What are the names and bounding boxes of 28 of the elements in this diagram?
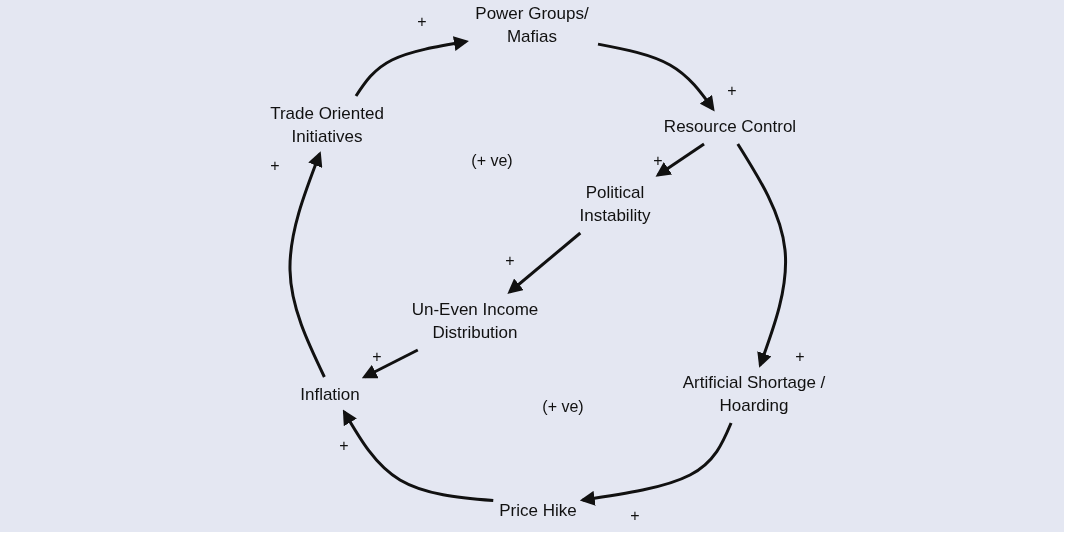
polarity-sign: + <box>727 83 737 99</box>
polarity-sign: + <box>270 158 280 174</box>
node-label: Trade Oriented Initiatives <box>252 102 402 148</box>
polarity-sign: + <box>339 438 349 454</box>
node-label: Price Hike <box>499 499 577 522</box>
node-label: Un-Even Income Distribution <box>400 298 550 344</box>
node-label: Resource Control <box>663 115 797 138</box>
loop-polarity-label: (+ ve) <box>471 153 513 169</box>
node-label: Power Groups/ Mafias <box>472 2 592 48</box>
node-label: Inflation <box>300 383 360 406</box>
arrow <box>655 142 705 177</box>
polarity-sign: + <box>653 153 663 169</box>
arrow <box>342 409 494 503</box>
arrow <box>507 231 582 294</box>
arrow <box>361 348 419 379</box>
polarity-sign: + <box>417 14 427 30</box>
loop-polarity-label: (+ ve) <box>542 399 584 415</box>
arrow <box>354 36 469 97</box>
arrow <box>736 143 788 368</box>
arrow <box>597 42 715 112</box>
polarity-sign: + <box>795 349 805 365</box>
arrow <box>579 422 733 506</box>
polarity-sign: + <box>372 349 382 365</box>
polarity-sign: + <box>505 253 515 269</box>
node-label: Political Instability <box>570 181 660 227</box>
polarity-sign: + <box>630 508 640 524</box>
arrow <box>288 151 326 378</box>
node-label: Artificial Shortage / Hoarding <box>671 371 837 417</box>
